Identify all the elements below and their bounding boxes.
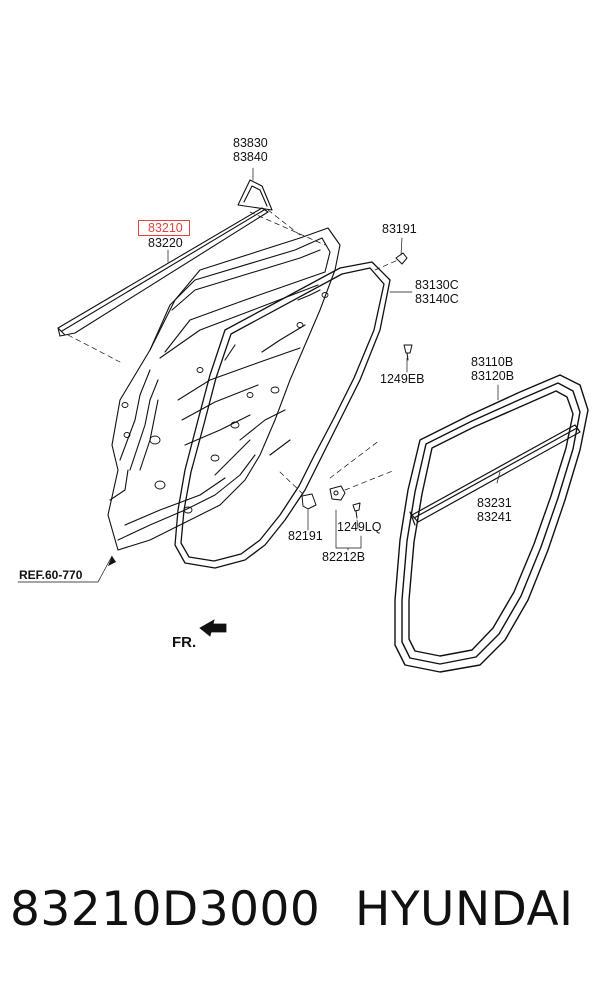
footer-part-number: 83210D3000 [10, 882, 321, 937]
label-83840: 83840 [233, 150, 268, 164]
delta-molding [409, 424, 581, 526]
label-1249lq: 1249LQ [337, 520, 382, 534]
label-82191: 82191 [288, 529, 323, 543]
door-side-weatherstrip [174, 261, 391, 569]
label-83130c: 83130C [415, 278, 459, 292]
body-side-weatherstrip [394, 374, 589, 673]
label-83830: 83830 [233, 136, 268, 150]
belt-weatherstrip [57, 207, 269, 337]
door-details [121, 292, 329, 514]
clips [301, 252, 413, 519]
label-82212b: 82212B [322, 550, 366, 564]
label-ref: REF.60-770 [19, 568, 83, 582]
triangle-garnish [237, 179, 273, 211]
label-83241: 83241 [477, 510, 512, 524]
alignment-lines [67, 209, 399, 497]
label-83231: 83231 [477, 496, 512, 510]
footer-brand: HYUNDAI [355, 882, 574, 937]
label-83140c: 83140C [415, 292, 459, 306]
ref-arrow-icon [108, 556, 116, 566]
label-83220: 83220 [148, 236, 183, 250]
label-83191: 83191 [382, 222, 417, 236]
label-83110b: 83110B [471, 355, 514, 369]
leader-lines [17, 167, 501, 583]
front-arrow-icon [199, 619, 227, 637]
label-83210-highlighted: 83210 [138, 220, 190, 236]
door-shell [107, 227, 341, 551]
label-83120b: 83120B [471, 369, 515, 383]
label-1249eb: 1249EB [380, 372, 425, 386]
label-front: FR. [172, 634, 197, 651]
